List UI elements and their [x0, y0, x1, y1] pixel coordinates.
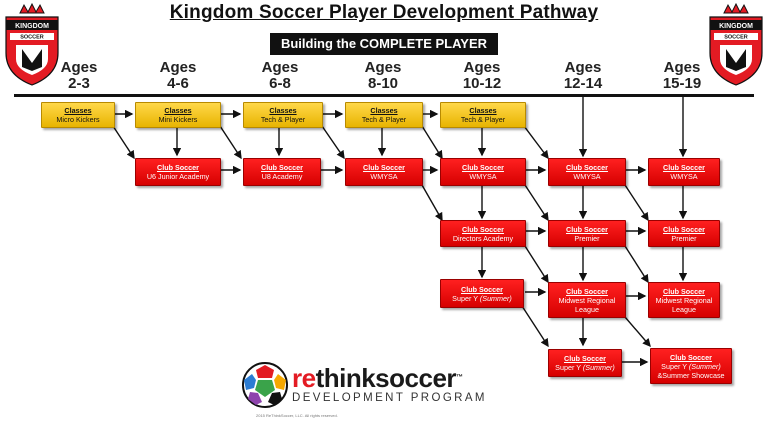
svg-text:SOCCER: SOCCER — [20, 35, 44, 41]
kingdom-soccer-badge-right: KINGDOM SOCCER — [709, 3, 763, 86]
node-club-super-y-summer-showcase: Club Soccer Super Y (Summer) &Summer Sho… — [650, 348, 732, 384]
subtitle-banner: Building the COMPLETE PLAYER — [270, 33, 498, 55]
svg-text:KINGDOM: KINGDOM — [15, 23, 49, 30]
development-program-text: DEVELOPMENT PROGRAM — [292, 392, 487, 404]
copyright-text: 2015 ReThinkSoccer, LLC. All rights rese… — [256, 413, 338, 418]
kingdom-soccer-badge-left: KINGDOM SOCCER — [5, 3, 59, 86]
soccer-ball-icon — [242, 362, 288, 408]
age-timeline-line — [14, 94, 754, 97]
page-title: Kingdom Soccer Player Development Pathwa… — [169, 2, 599, 23]
node-club-super-y-12-14: Club Soccer Super Y (Summer) — [548, 349, 622, 377]
svg-text:KINGDOM: KINGDOM — [719, 23, 753, 30]
svg-text:SOCCER: SOCCER — [724, 35, 748, 41]
node-club-super-y-10-12: Club Soccer Super Y (Summer) — [440, 279, 524, 308]
rethinksoccer-logo-text: rethinksoccer™ — [292, 363, 463, 393]
